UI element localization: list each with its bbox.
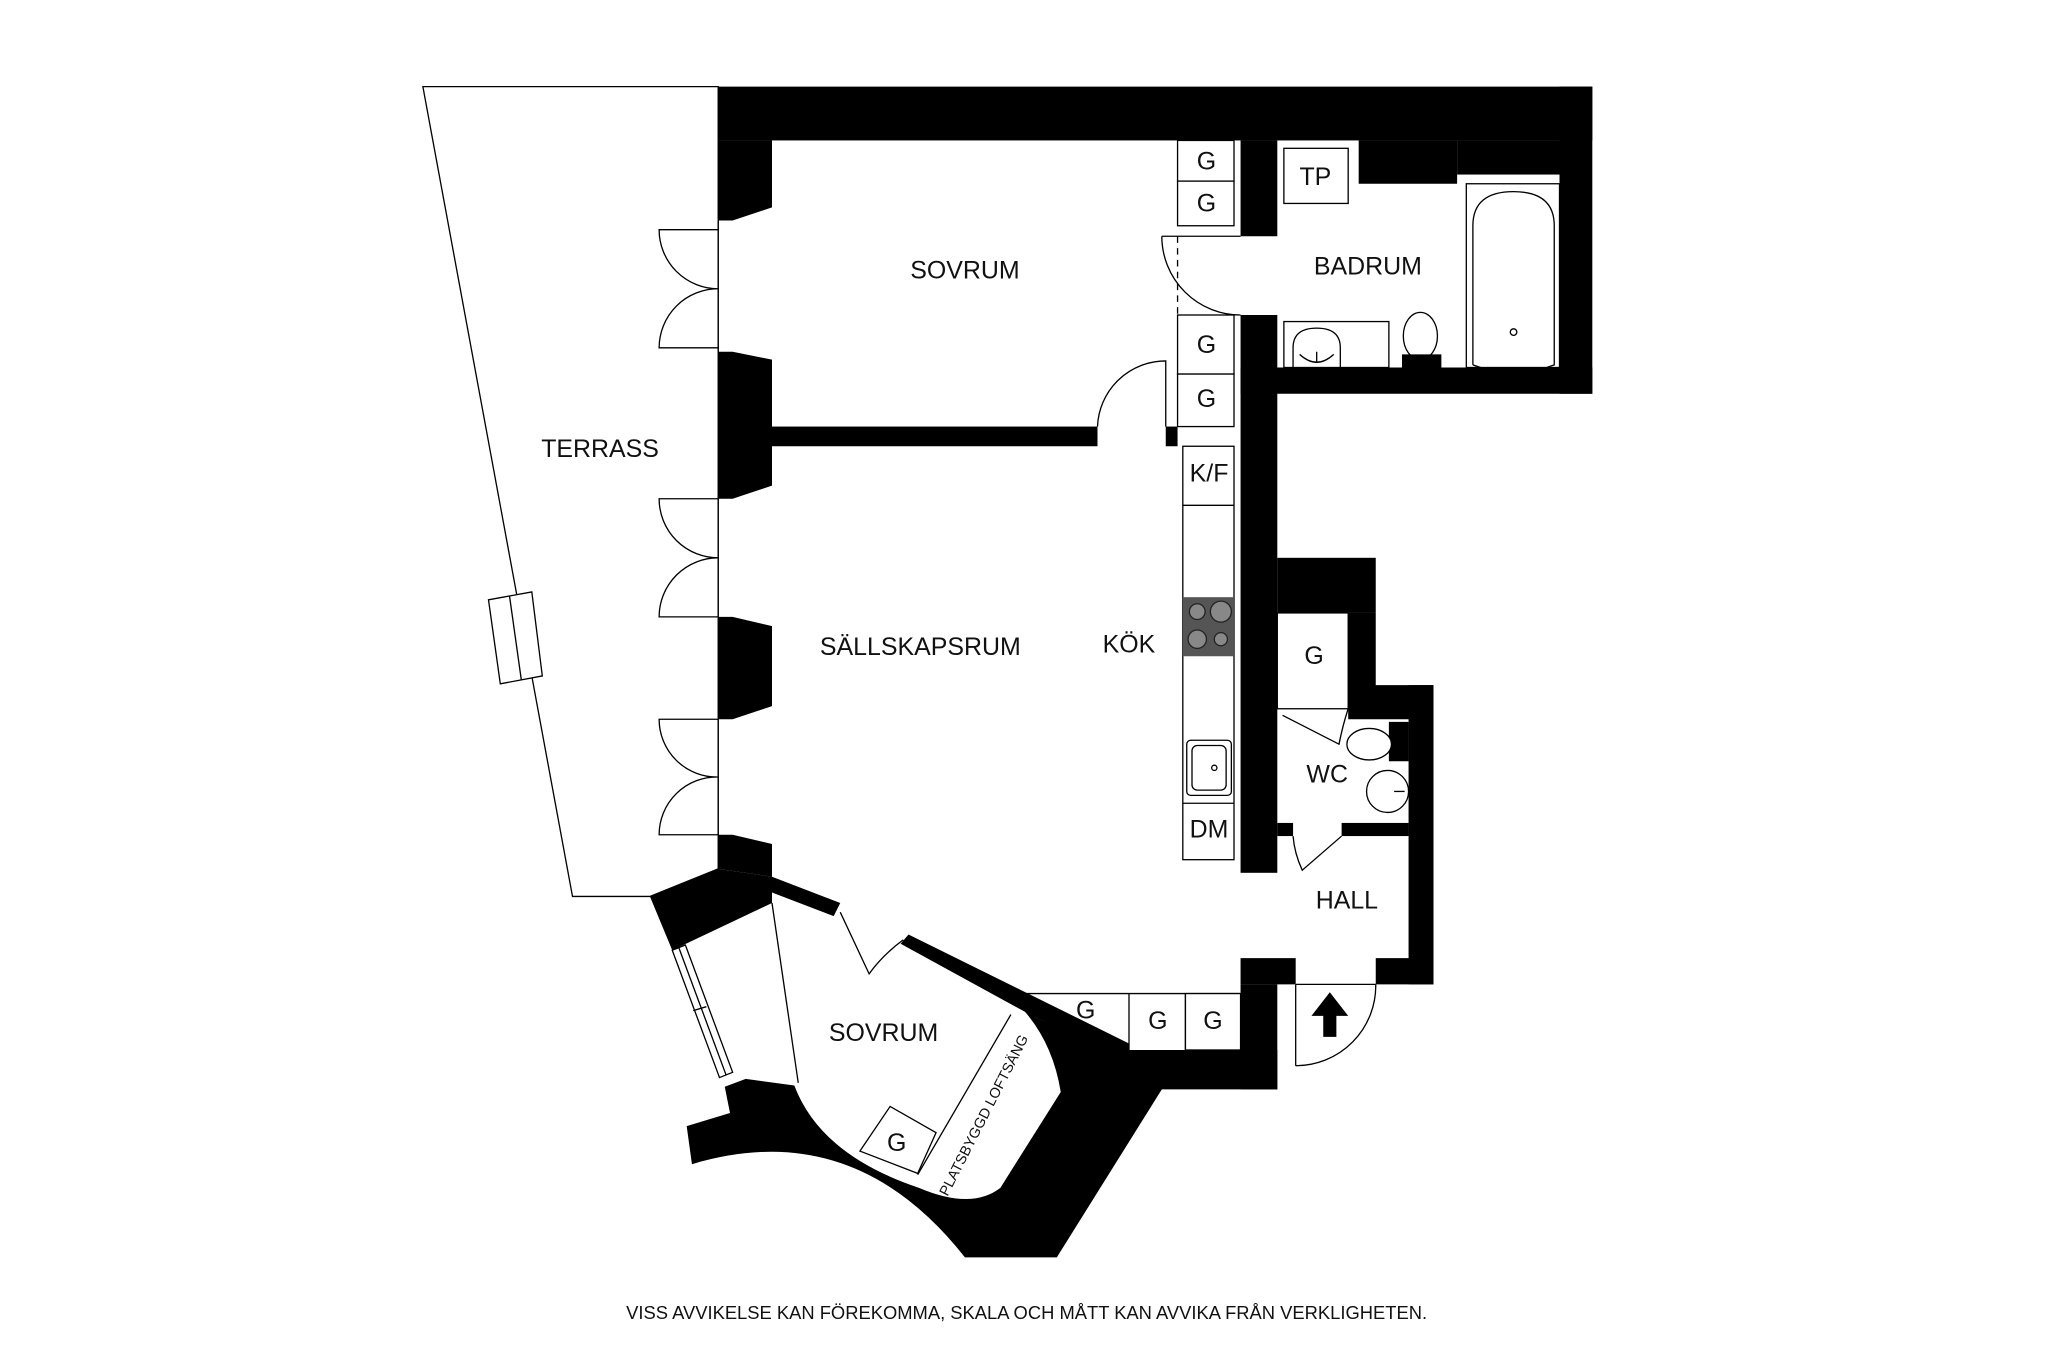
- closet: [1184, 992, 1242, 1051]
- closet-label: G: [1197, 189, 1216, 217]
- disclaimer: VISS AVVIKELSE KAN FÖREKOMMA, SKALA OCH …: [626, 1302, 1427, 1323]
- room-label-bedroom: SOVRUM: [910, 256, 1019, 284]
- dishwasher-label: DM: [1190, 815, 1229, 843]
- room-label-terrace: TERRASS: [541, 435, 659, 463]
- fridge-freezer-label: K/F: [1190, 460, 1229, 488]
- closet: [1176, 180, 1235, 227]
- tp-label: TP: [1299, 163, 1331, 191]
- tp-box: [1283, 147, 1349, 205]
- closet-label: G: [1304, 642, 1323, 670]
- closet-label: G: [887, 1129, 906, 1157]
- terrace-furniture: [487, 591, 544, 685]
- terrace-outline: [422, 85, 719, 898]
- closet: [858, 1105, 937, 1175]
- closet-label: G: [1197, 331, 1216, 359]
- closet-label: G: [1197, 147, 1216, 175]
- bedroom-door[interactable]: [1096, 360, 1167, 427]
- door[interactable]: [839, 911, 904, 976]
- closet-label: G: [1203, 1007, 1222, 1035]
- room-label-bedroom-2: SOVRUM: [829, 1019, 938, 1047]
- room-label-hall: HALL: [1316, 886, 1378, 914]
- walls: [649, 86, 1593, 1258]
- loft-bed-edge: [917, 1014, 1012, 1176]
- wc-sink-icon: [1365, 769, 1410, 814]
- bathroom-door[interactable]: [1161, 235, 1241, 316]
- window: [671, 944, 734, 1079]
- toilet-icon: [1402, 311, 1442, 371]
- closet-label: G: [1148, 1007, 1167, 1035]
- room-label-bathroom: BADRUM: [1314, 252, 1422, 280]
- terrace-doors[interactable]: [658, 220, 719, 836]
- stove-icon: [1182, 597, 1234, 657]
- wall-line: [771, 902, 799, 1083]
- closet-door[interactable]: [1282, 708, 1349, 746]
- closet: [1276, 612, 1349, 710]
- room-label-living-room: SÄLLSKAPSRUM: [820, 633, 1021, 661]
- bathroom-sink-icon: [1283, 320, 1390, 369]
- kitchen-sink-icon: [1186, 739, 1233, 797]
- wc-door[interactable]: [1292, 835, 1343, 872]
- closet-label: G: [1197, 385, 1216, 413]
- wc-toilet-icon: [1346, 727, 1393, 761]
- room-label-kitchen: KÖK: [1103, 630, 1156, 658]
- entrance-door[interactable]: [1295, 983, 1377, 1067]
- room-label-wc: WC: [1306, 760, 1348, 788]
- entrance-arrow-icon: [1311, 992, 1349, 1037]
- closet-label: G: [1076, 997, 1095, 1025]
- bathtub-icon: [1465, 183, 1561, 374]
- closet: [1176, 373, 1235, 428]
